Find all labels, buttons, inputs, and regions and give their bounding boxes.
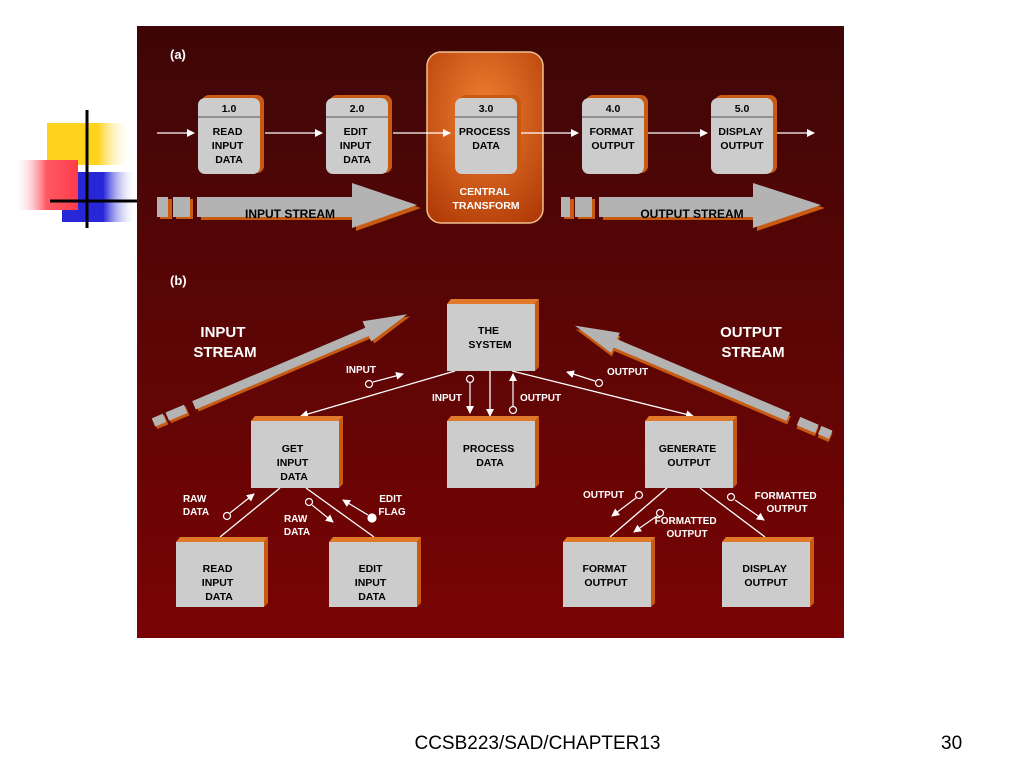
couple-circle: [726, 492, 736, 502]
module-display-output: DISPLAY OUTPUT: [722, 537, 814, 607]
central-transform-line-1: CENTRAL: [460, 186, 511, 198]
couple-label: INPUT: [346, 365, 376, 376]
process-name: PROCESS DATA: [459, 126, 513, 152]
process-number: 4.0: [606, 103, 621, 115]
couple-label: RAW DATA: [183, 494, 209, 518]
couple-label: RAW DATA: [284, 514, 310, 538]
central-transform-line-2: TRANSFORM: [452, 200, 519, 212]
logo-yellow-square: [47, 123, 132, 165]
module-edit-input-data: EDIT INPUT DATA: [329, 537, 421, 607]
output-stream-heading: OUTPUT STREAM: [720, 324, 786, 361]
connector-get-read: [219, 487, 281, 538]
module-label: DISPLAY OUTPUT: [742, 563, 789, 589]
input-stream-diagonal-arrow: [151, 314, 411, 430]
module-get-input-data: GET INPUT DATA: [251, 416, 343, 488]
couple-flag-circle: [367, 513, 377, 523]
couple-circle: [304, 497, 314, 507]
process-4-format-output: 4.0 FORMAT OUTPUT: [582, 95, 648, 174]
process-number: 1.0: [222, 103, 237, 115]
module-the-system: THE SYSTEM: [447, 299, 539, 371]
module-label: GENERATE OUTPUT: [659, 443, 719, 469]
module-label: THE SYSTEM: [468, 325, 511, 351]
footer-course-code: CCSB223/SAD/CHAPTER13: [414, 733, 661, 754]
module-read-input-data: READ INPUT DATA: [176, 537, 268, 607]
process-name: EDIT INPUT DATA: [340, 126, 374, 166]
couple-circle: [465, 374, 475, 384]
couple-labels: INPUT INPUT OUTPUT OUTPUT RAW DATA RAW D…: [183, 365, 820, 540]
slide-logo: [14, 110, 140, 228]
connector-gen-display: [699, 487, 766, 538]
connector-gen-format: [609, 487, 668, 538]
module-label: EDIT INPUT DATA: [355, 563, 389, 603]
couple-circle: [364, 379, 374, 389]
couple-label: FORMATTED OUTPUT: [755, 491, 820, 515]
couple-label: EDIT FLAG: [378, 494, 405, 518]
process-name: FORMAT OUTPUT: [589, 126, 636, 152]
process-name: READ INPUT DATA: [212, 126, 246, 166]
input-stream-label: INPUT STREAM: [245, 207, 335, 221]
central-transform-label: CENTRAL TRANSFORM: [452, 186, 519, 212]
couple-circle: [508, 405, 518, 415]
process-number: 2.0: [350, 103, 365, 115]
input-stream-heading: INPUT STREAM: [193, 324, 256, 361]
module-label: READ INPUT DATA: [202, 563, 236, 603]
panel-a-label: (a): [170, 47, 186, 62]
process-3-process-data: 3.0 PROCESS DATA: [455, 95, 521, 174]
process-name: DISPLAY OUTPUT: [718, 126, 765, 152]
process-1-read-input-data: 1.0 READ INPUT DATA: [198, 95, 264, 174]
input-stream-arrow: INPUT STREAM: [157, 183, 421, 231]
connector-system-get-input: [300, 370, 456, 418]
output-stream-diagonal-arrow: [574, 325, 833, 443]
process-number: 5.0: [735, 103, 750, 115]
footer-page-number: 30: [941, 733, 963, 754]
module-label: GET INPUT DATA: [277, 443, 311, 483]
output-stream-label: OUTPUT STREAM: [640, 207, 743, 221]
output-stream-arrow: OUTPUT STREAM: [561, 183, 825, 231]
couple-label: OUTPUT: [607, 367, 648, 378]
process-5-display-output: 5.0 DISPLAY OUTPUT: [711, 95, 777, 174]
couple-label: OUTPUT: [520, 393, 561, 404]
couple-circle: [222, 511, 232, 521]
module-format-output: FORMAT OUTPUT: [563, 537, 655, 607]
couple-label: INPUT: [432, 393, 462, 404]
connector-system-generate: [511, 370, 694, 419]
structure-connectors: [219, 370, 766, 538]
panel-b-label: (b): [170, 273, 187, 288]
data-couples: [222, 370, 765, 533]
couple-circle: [594, 378, 604, 388]
couple-label: FORMATTED OUTPUT: [655, 516, 720, 540]
process-2-edit-input-data: 2.0 EDIT INPUT DATA: [326, 95, 392, 174]
module-label: PROCESS DATA: [463, 443, 517, 469]
process-number: 3.0: [479, 103, 494, 115]
module-label: FORMAT OUTPUT: [582, 563, 629, 589]
module-process-data: PROCESS DATA: [447, 416, 539, 488]
couple-label: OUTPUT: [583, 490, 624, 501]
connector-get-edit: [305, 487, 375, 538]
couple-circle: [655, 508, 665, 518]
module-generate-output: GENERATE OUTPUT: [645, 416, 737, 488]
couple-circle: [634, 490, 644, 500]
